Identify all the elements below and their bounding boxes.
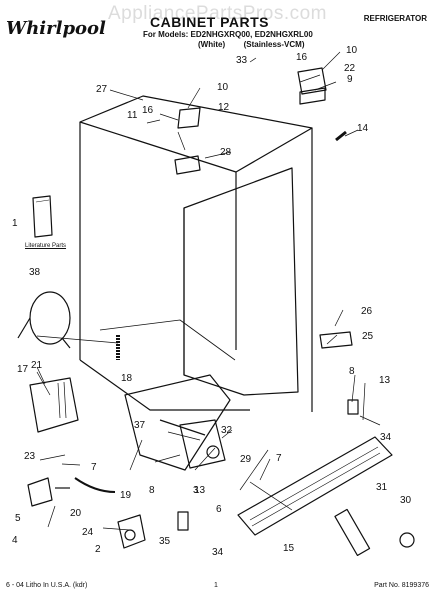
print-info: 6 - 04 Litho In U.S.A. (kdr) [6,582,88,589]
callout-15: 15 [283,543,295,554]
callout-9: 9 [347,74,353,85]
callout-5: 5 [15,513,21,524]
callout-34b: 34 [212,547,224,558]
hinge-bracket [27,477,53,507]
cabinet-top-panel [79,95,313,173]
literature-parts-label: Literature Parts [25,243,67,249]
callout-12: 12 [218,102,230,113]
filter-cap [399,532,415,548]
callout-7b: 7 [276,453,282,464]
evaporator-tube [159,419,206,436]
callout-33: 33 [236,55,248,66]
leveler-bracket [177,511,189,531]
filter-tube [334,508,371,557]
center-hinge [174,155,201,175]
callout-37: 37 [134,420,146,431]
appliance-category: REFRIGERATOR [363,14,427,23]
callout-25: 25 [362,331,374,342]
callout-22: 22 [344,63,356,74]
cabinet-bottom-edge [79,359,250,411]
callout-2: 2 [95,544,101,555]
literature-booklet [32,195,53,238]
page-number: 1 [214,582,218,589]
callout-24: 24 [82,527,94,538]
callout-31: 31 [376,482,388,493]
part-number: Part No. 8199376 [374,582,429,589]
callout-16: 16 [142,105,154,116]
callout-10b: 10 [217,82,229,93]
page-title: CABINET PARTS [150,14,270,30]
water-tube [74,477,116,493]
top-hinge-left [177,107,201,129]
callout-30: 30 [400,495,412,506]
roller-assembly [117,514,146,549]
callout-14: 14 [357,123,369,134]
drain-housing [179,419,226,469]
toe-grille [237,436,393,536]
callout-6: 6 [216,504,222,515]
callout-17: 17 [17,364,29,375]
bottom-hinge [319,331,353,349]
control-box [29,377,79,433]
callout-8b: 8 [149,485,155,496]
callout-8: 8 [349,366,355,377]
hinge-bushing [335,130,347,142]
callout-19: 19 [120,490,132,501]
callout-16b: 16 [296,52,308,63]
callout-34: 34 [380,432,392,443]
callout-18: 18 [121,373,133,384]
callout-29: 29 [240,454,252,465]
callout-32: 32 [221,425,233,436]
callout-4: 4 [12,535,18,546]
cabinet-mullion-shadow [99,319,236,361]
model-variants: (White) (Stainless-VCM) [143,40,313,50]
callout-35: 35 [159,536,171,547]
cabinet-opening [183,167,299,396]
callout-13b: 13 [194,485,206,496]
callout-26: 26 [361,306,373,317]
callout-38: 38 [29,267,41,278]
callout-1: 1 [12,218,18,229]
callout-labels: 1 2 3 4 5 6 7 7 8 8 9 10 10 11 12 13 13 … [12,45,412,558]
callout-3: 3 [193,485,199,496]
callout-13: 13 [379,375,391,386]
wire-harness [29,291,71,345]
callout-20: 20 [70,508,82,519]
callout-11: 11 [127,110,138,121]
callout-21: 21 [31,360,43,371]
top-hinge-right [297,67,327,95]
variant-stainless: (Stainless-VCM) [243,40,305,49]
model-numbers: For Models: ED2NHGXRQ00, ED2NHGXRL00 [143,30,313,39]
variant-white: (White) [198,40,226,49]
callout-7: 7 [91,462,97,473]
model-list: For Models: ED2NHGXRQ00, ED2NHGXRL00 (Wh… [143,30,313,50]
callout-27: 27 [96,84,108,95]
brand-logo: Whirlpool [6,18,106,39]
callout-23: 23 [24,451,36,462]
watermark: AppliancePartsPros.com [107,3,328,24]
leveler-clip [347,399,359,415]
callout-28: 28 [220,147,232,158]
base-plate [124,374,231,471]
callout-10: 10 [346,45,358,56]
